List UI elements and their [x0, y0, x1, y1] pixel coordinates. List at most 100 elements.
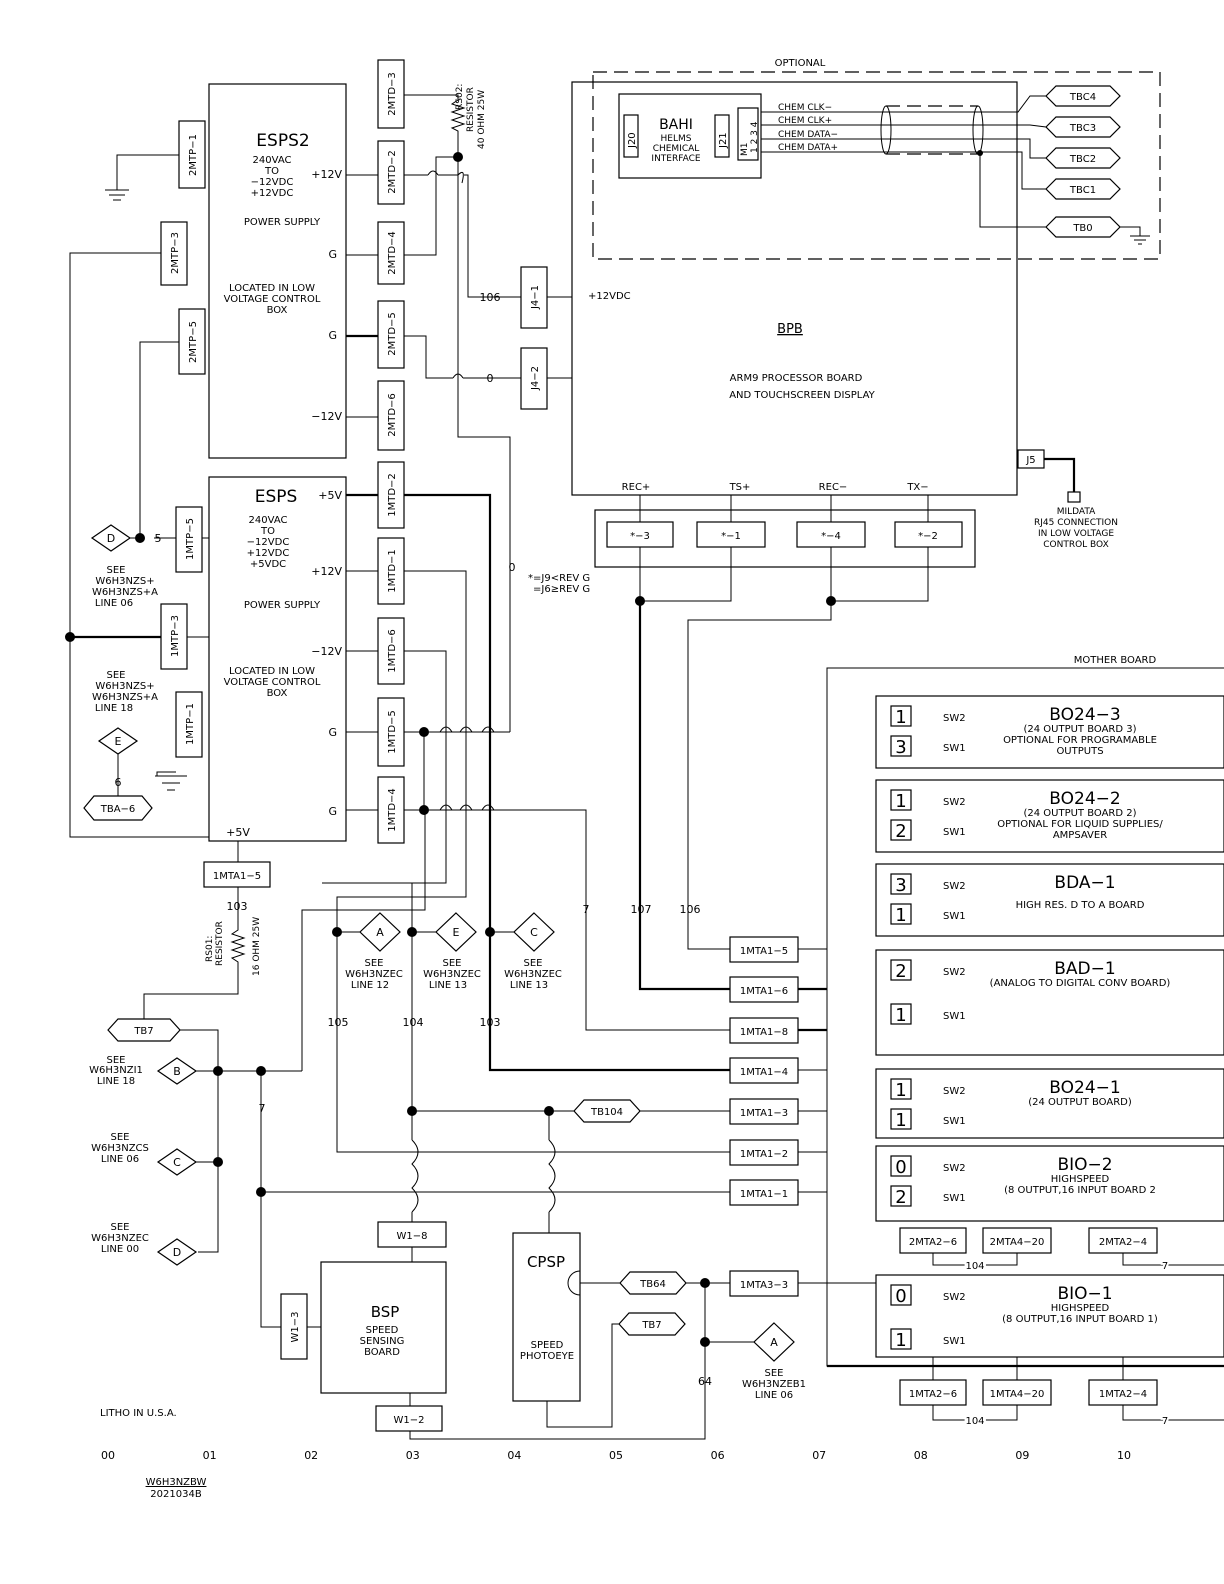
mildata-3: IN LOW VOLTAGE — [1038, 529, 1114, 539]
wire-64-label: 64 — [698, 1375, 712, 1388]
bsp-title: BSP — [371, 1303, 400, 1321]
svg-text:B: B — [173, 1065, 181, 1078]
conn-1mta1-5-top-label: 1MTA1−5 — [213, 871, 261, 882]
esps2-loc-2: VOLTAGE CONTROL — [224, 294, 321, 305]
esps2-spec-1: 240VAC — [253, 155, 292, 166]
svg-text:1MTA1−6: 1MTA1−6 — [740, 986, 788, 997]
2mtd5-wire — [404, 335, 453, 379]
conn-2mtp-1: 2MTP−1 — [178, 120, 206, 189]
conn-2mta2-6: 2MTA2−6 — [899, 1227, 967, 1254]
switch-sw2-value: 0 — [895, 1157, 906, 1178]
switch-sw1-box — [890, 1185, 912, 1207]
bio2-wire-7: 7 — [1162, 1261, 1168, 1272]
chem-data-minus-wire — [761, 138, 1046, 159]
svg-text:C: C — [530, 926, 538, 939]
conn-1mta2-6: 1MTA2−6 — [899, 1379, 967, 1406]
chem-signal-1: CHEM CLK− — [778, 103, 832, 113]
wire-0-label: 0 — [487, 372, 494, 385]
ref-d-left-3: LINE 00 — [101, 1244, 139, 1255]
terminal-tb7: TB7 — [107, 1018, 181, 1042]
j20-connector — [623, 114, 639, 158]
conn-1mtd-2: 1MTD−2 — [377, 461, 405, 529]
cpsp-desc-2: PHOTOEYE — [520, 1351, 574, 1362]
ref-diamond-a: A — [359, 912, 401, 952]
ground-icon — [1120, 226, 1150, 245]
ref-diamond-d-left: D — [156, 1238, 198, 1266]
esps2-pin-2: G — [328, 248, 337, 261]
svg-text:TB64: TB64 — [639, 1279, 666, 1290]
conn-2mtd-3: 2MTD−3 — [377, 59, 405, 129]
svg-text:2MTD−4: 2MTD−4 — [387, 231, 398, 275]
rs01-label-1: RS01: — [205, 936, 215, 962]
bio2-wire-104: 104 — [965, 1261, 984, 1272]
bpb-voltage: +12VDC — [588, 291, 631, 302]
column-number: 00 — [101, 1449, 115, 1462]
conn-2mtp-5: 2MTP−5 — [178, 308, 206, 375]
ref-a-1: SEE — [365, 958, 384, 969]
svg-text:E: E — [453, 926, 460, 939]
conn-1mtd-4: 1MTD−4 — [377, 776, 405, 844]
conn-w1-2-label: W1−2 — [394, 1415, 425, 1426]
svg-text:2MTA2−4: 2MTA2−4 — [1099, 1237, 1147, 1248]
svg-text:D: D — [107, 532, 115, 545]
bio2-tie-7 — [1122, 1253, 1224, 1266]
ref-d-top-3: W6H3NZS+A — [92, 587, 158, 598]
conn-1mta1-5: 1MTA1−5 — [729, 936, 799, 963]
rec-signal-4: TX− — [906, 482, 928, 493]
terminal-tb104: TB104 — [573, 1099, 641, 1123]
svg-text:2MTP−1: 2MTP−1 — [188, 134, 199, 176]
bahi-desc-3: INTERFACE — [651, 154, 700, 164]
esps2-spec-2: TO — [264, 166, 279, 177]
terminal-tb64: TB64 — [619, 1271, 687, 1295]
column-number: 09 — [1015, 1449, 1029, 1462]
tb7b-wire — [546, 1323, 619, 1428]
switch-sw1-value: 1 — [895, 1005, 906, 1026]
svg-text:2MTA2−6: 2MTA2−6 — [909, 1237, 957, 1248]
conn-1mta1-1: 1MTA1−1 — [729, 1179, 799, 1206]
column-number: 10 — [1117, 1449, 1131, 1462]
svg-text:1MTP−5: 1MTP−5 — [185, 518, 196, 560]
bio1-wire-104: 104 — [965, 1416, 984, 1427]
rec-signal-3: REC− — [819, 482, 848, 493]
svg-text:2MTD−6: 2MTD−6 — [387, 393, 398, 437]
svg-text:TBC2: TBC2 — [1069, 154, 1096, 165]
j21-label: J21 — [718, 132, 729, 149]
conn-2mtd-5: 2MTD−5 — [377, 300, 405, 369]
esps-spec-3: −12VDC — [247, 537, 290, 548]
esps-pin-g2: G — [328, 805, 337, 818]
switch-sw2-label: SW2 — [943, 1292, 966, 1303]
rec-pin-2 — [696, 521, 766, 548]
shield-wire — [979, 152, 1046, 228]
bpb-board — [571, 81, 1018, 496]
ref-e-top-1: SEE — [107, 670, 126, 681]
svg-text:1MTA1−1: 1MTA1−1 — [740, 1189, 788, 1200]
switch-sw1-label: SW1 — [943, 911, 966, 922]
ref-d-top-4: LINE 06 — [95, 598, 133, 609]
optional-label: OPTIONAL — [775, 58, 826, 69]
switch-sw1-box — [890, 1003, 912, 1025]
wire-106-label: 106 — [480, 291, 501, 304]
switch-sw1-box — [890, 1108, 912, 1130]
cable-shield-left — [880, 105, 892, 155]
chem-data-plus-wire — [761, 151, 1046, 190]
column-number: 01 — [203, 1449, 217, 1462]
esps2-loc-3: BOX — [267, 305, 288, 316]
svg-text:1MTA2−6: 1MTA2−6 — [909, 1389, 957, 1400]
board-desc: AMPSAVER — [1053, 830, 1107, 841]
esps2-pin-1: +12V — [311, 168, 342, 181]
wire-7b — [404, 809, 730, 1031]
board-desc: (24 OUTPUT BOARD) — [1028, 1097, 1132, 1108]
wire-7-label: 7 — [259, 1102, 266, 1115]
switch-sw2-value: 1 — [895, 1080, 906, 1101]
cable-shield-right — [972, 105, 984, 155]
wire-5-label: 5 — [155, 532, 162, 545]
drawing-id: W6H3NZBW — [146, 1477, 207, 1488]
switch-sw2-box — [890, 789, 912, 811]
1mtp1-ground-wire — [156, 771, 176, 776]
wire-0b-label: 0 — [509, 561, 516, 574]
switch-sw2-label: SW2 — [943, 1086, 966, 1097]
board-desc: (24 OUTPUT BOARD 2) — [1023, 808, 1136, 819]
mildata-1: MILDATA — [1057, 507, 1096, 517]
mother-board-label: MOTHER BOARD — [1074, 655, 1157, 666]
